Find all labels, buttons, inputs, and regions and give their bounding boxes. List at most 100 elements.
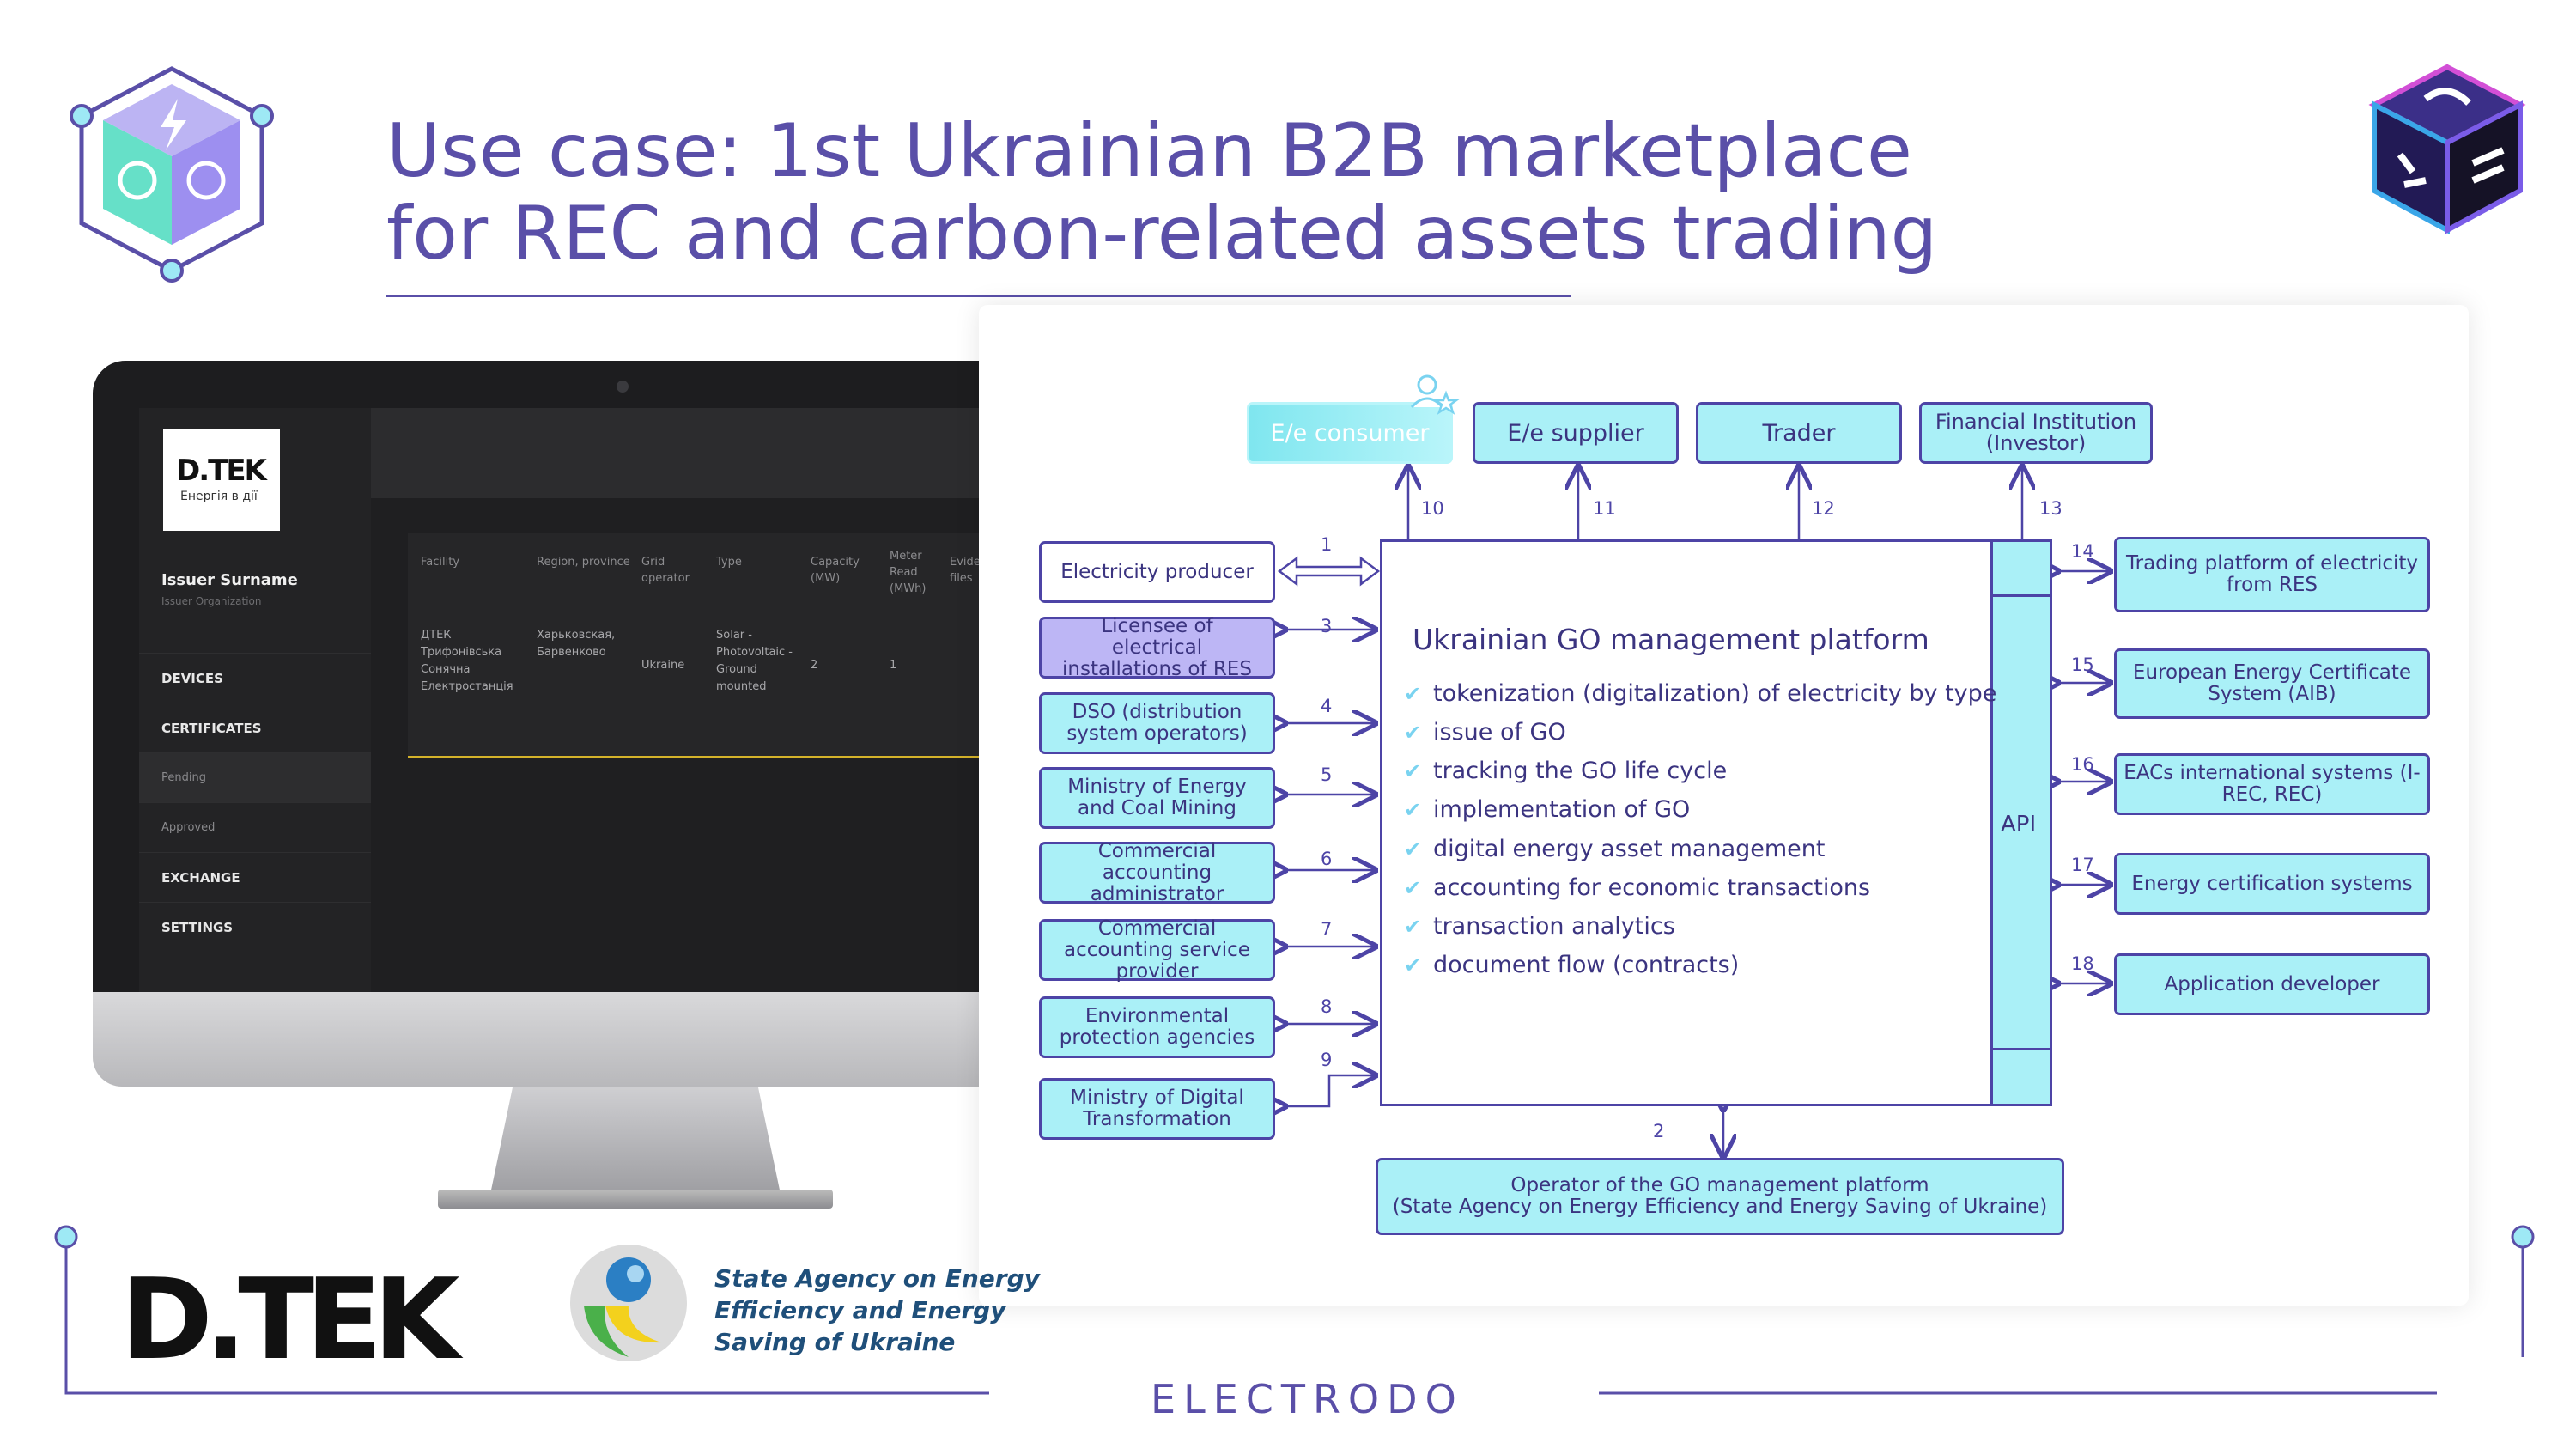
box-financial-institution: Financial Institution (Investor)	[1919, 402, 2153, 464]
connector-number: 14	[2071, 541, 2094, 562]
connector-number: 2	[1653, 1121, 1665, 1142]
box-eacs-international-label: EACs international systems (I-REC, REC)	[2123, 762, 2421, 806]
api-divider-top	[1990, 594, 2052, 597]
nav-settings[interactable]: SETTINGS	[139, 902, 371, 952]
box-commercial-provider: Commercial accounting service provider	[1039, 916, 1275, 983]
nav-certificates[interactable]: CERTIFICATES	[139, 703, 371, 752]
state-agency-line: State Agency on Energy	[714, 1264, 1040, 1293]
connector-number: 17	[2071, 855, 2094, 875]
feature-label: document flow (contracts)	[1433, 952, 1740, 978]
connector-number: 10	[1421, 498, 1444, 519]
box-licensee-res: Licensee of electrical installations of …	[1039, 614, 1275, 680]
state-agency-name: State Agency on Energy Efficiency and En…	[714, 1263, 1040, 1358]
dtek-logo-box[interactable]	[163, 429, 280, 531]
issuer-organization: Issuer Organization	[161, 595, 262, 607]
nav-approved[interactable]: Approved	[139, 802, 371, 852]
box-commercial-admin: Commercial accounting administrator	[1039, 839, 1275, 905]
connector-number: 6	[1321, 849, 1333, 869]
monitor-stand	[489, 1087, 781, 1198]
check-icon: ✔	[1404, 682, 1422, 706]
box-dso-label: DSO (distribution system operators)	[1066, 701, 1248, 745]
box-ee-consumer: E/e consumer	[1247, 402, 1453, 464]
check-icon: ✔	[1404, 953, 1422, 977]
electrodo-brand: ELECTRODO	[1151, 1376, 1464, 1422]
col-meter-read: Meter Read (MWh)	[890, 550, 927, 595]
check-icon: ✔	[1404, 837, 1422, 861]
camera-icon	[617, 381, 629, 393]
box-electricity-producer-label: Electricity producer	[1060, 560, 1254, 583]
box-trading-platform-label: Trading platform of electricity from RES	[2125, 552, 2419, 596]
check-icon: ✔	[1404, 876, 1422, 900]
box-electricity-producer: Electricity producer	[1039, 541, 1275, 603]
feature-label: accounting for economic transactions	[1433, 874, 1871, 901]
box-aib-label: European Energy Certificate System (AIB)	[2132, 661, 2412, 705]
cell-capacity: 2	[811, 659, 818, 672]
box-ee-supplier-label: E/e supplier	[1507, 419, 1644, 447]
box-go-operator: Operator of the GO management platform (…	[1376, 1158, 2064, 1235]
feature-item: ✔ transaction analytics	[1404, 913, 1675, 940]
box-commercial-provider-label: Commercial accounting service provider	[1064, 916, 1250, 983]
connector-number: 12	[1812, 498, 1835, 519]
box-trading-platform: Trading platform of electricity from RES	[2114, 537, 2430, 612]
check-icon: ✔	[1404, 798, 1422, 822]
cell-type: Solar - Photovoltaic - Ground mounted	[716, 629, 793, 693]
go-platform-title: Ukrainian GO management platform	[1413, 623, 1929, 656]
feature-label: transaction analytics	[1433, 913, 1675, 940]
connector-number: 13	[2039, 498, 2063, 519]
check-icon: ✔	[1404, 915, 1422, 939]
api-divider-bottom	[1990, 1048, 2052, 1050]
feature-item: ✔digital energy asset management	[1404, 836, 1825, 862]
page-title: Use case: 1st Ukrainian B2B marketplace …	[386, 110, 1937, 275]
col-type: Type	[716, 556, 742, 569]
nav-devices[interactable]: DEVICES	[139, 653, 371, 703]
user-star-icon	[1410, 374, 1460, 415]
box-go-operator-line2: (State Agency on Energy Efficiency and E…	[1392, 1196, 2048, 1218]
box-environmental-agencies-label: Environmental protection agencies	[1059, 1005, 1255, 1049]
go-platform-box	[1380, 539, 1994, 1106]
state-agency-line: Efficiency and Energy	[714, 1296, 1006, 1324]
col-facility: Facility	[421, 556, 460, 569]
connector-number: 4	[1321, 696, 1333, 716]
box-application-developer: Application developer	[2114, 953, 2430, 1015]
title-underline	[386, 295, 1571, 297]
title-line-2: for REC and carbon-related assets tradin…	[386, 191, 1938, 277]
check-icon: ✔	[1404, 721, 1422, 745]
dtek-logo: D.TEK	[176, 454, 267, 488]
connector-number: 5	[1321, 764, 1333, 785]
box-environmental-agencies: Environmental protection agencies	[1039, 996, 1275, 1058]
nav-exchange[interactable]: EXCHANGE	[139, 852, 371, 902]
col-grid-operator: Grid operator	[641, 556, 690, 585]
connector-number: 15	[2071, 654, 2094, 675]
box-investor-label: (Investor)	[1985, 431, 2087, 455]
feature-item: ✔tracking the GO life cycle	[1404, 758, 1727, 784]
col-region: Region, province	[537, 556, 630, 569]
box-commercial-admin-label: Commercial accounting administrator	[1090, 839, 1224, 905]
connector-number: 16	[2071, 754, 2094, 775]
feature-item: ✔ accounting for economic transactions	[1404, 874, 1870, 901]
electrodo-cube-logo	[70, 66, 274, 283]
feature-item: ✔ tokenization (digitalization) of electr…	[1404, 680, 1996, 707]
feature-item: ✔ document flow (contracts)	[1404, 952, 1739, 978]
box-ee-consumer-label: E/e consumer	[1270, 419, 1430, 447]
box-dso: DSO (distribution system operators)	[1039, 692, 1275, 754]
box-eacs-international: EACs international systems (I-REC, REC)	[2114, 753, 2430, 815]
connector-number: 3	[1321, 616, 1333, 636]
box-ministry-energy: Ministry of Energy and Coal Mining	[1039, 767, 1275, 829]
cell-facility[interactable]: ДТЕК Трифонівська Сонячна Електростанція	[421, 629, 513, 693]
state-agency-line: Saving of Ukraine	[714, 1328, 956, 1356]
feature-label: tokenization (digitalization) of electri…	[1433, 680, 1997, 707]
connector-number: 18	[2071, 953, 2094, 974]
api-column	[1990, 539, 2052, 1106]
monitor-chin	[93, 992, 994, 1087]
cell-meter-read: 1	[890, 659, 897, 672]
monitor-stand-base	[438, 1190, 833, 1209]
box-trader: Trader	[1696, 402, 1902, 464]
nav-pending[interactable]: Pending	[139, 752, 371, 802]
box-licensee-res-label: Licensee of electrical installations of …	[1062, 614, 1252, 680]
check-icon: ✔	[1404, 759, 1422, 783]
app-header	[371, 408, 994, 498]
dtek-logo-subtitle: Енергія в дії	[180, 490, 258, 503]
connector-number: 1	[1321, 534, 1333, 555]
col-capacity: Capacity (MW)	[811, 556, 860, 585]
